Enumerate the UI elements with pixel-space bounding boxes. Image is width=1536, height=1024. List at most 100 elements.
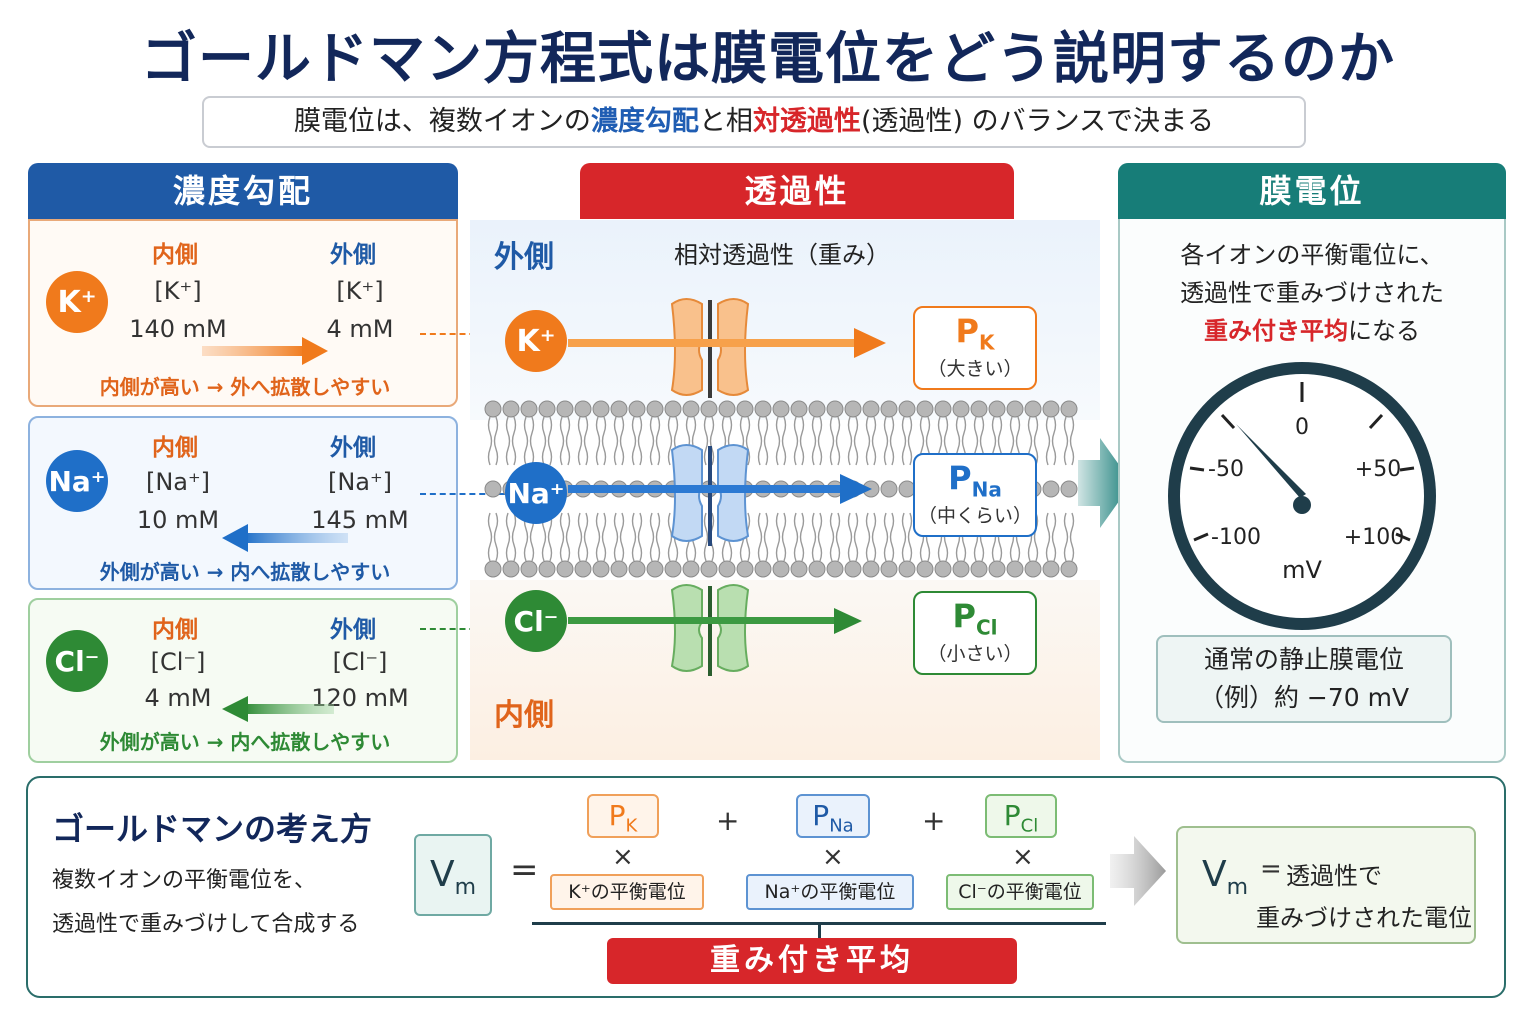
outside-label: 外側 [330,435,376,461]
connector-chloride [420,628,505,630]
perm-p: P [952,597,976,635]
inside-concentration: 10 mM [136,506,220,534]
inside-label: 内側 [152,242,198,268]
term-sub: Na [829,815,854,837]
channel-chloride [670,584,750,676]
voltage-gauge: 0 -50 +50 -100 +100 mV [1168,362,1436,630]
term-p: P [1003,799,1021,832]
desc-line2: 透過性で重みづけされた [1180,279,1444,307]
gauge-tick-plus100: +100 [1344,525,1404,550]
chloride-ion-icon: Cl⁻ [505,590,567,652]
outside-ion: [Cl⁻] [332,648,388,676]
times-sign: × [822,842,844,872]
inside-label: 内側 [152,435,198,461]
diffusion-note: 内側が高い → 外へ拡散しやすい [99,375,391,399]
outside-label: 外側 [330,242,376,268]
times-sign: × [612,842,634,872]
potassium-ion-icon: K⁺ [46,271,108,333]
desc-line3-post: になる [1348,317,1420,345]
concept-desc-2: 透過性で重みづけして合成する [52,912,360,937]
result-line1: 透過性で [1286,862,1382,890]
gauge-tick-minus100: -100 [1211,525,1261,550]
potential-description: 各イオンの平衡電位に、 透過性で重みづけされた 重み付き平均になる [1118,236,1506,350]
eq-potential-k: K⁺の平衡電位 [550,874,704,910]
resting-line1: 通常の静止膜電位 [1203,645,1404,674]
diffusion-arrow-in [222,696,334,722]
vm-symbol: V [429,854,455,895]
gauge-needle [1236,424,1306,498]
diffusion-arrow-in [222,524,348,552]
desc-line3: 重み付き平均になる [1118,312,1506,350]
term-sub: Cl [1020,815,1039,837]
inside-ion: [Cl⁻] [150,648,206,676]
connector-potassium [420,333,505,335]
term-pcl: PCl [985,794,1057,838]
subtitle-post: (透過性) のバランスで決まる [860,106,1215,137]
plus-sign: + [716,804,740,837]
term-sub: K [625,815,638,837]
gauge-unit: mV [1282,556,1322,584]
connector-sodium [420,493,505,495]
subtitle-permeability: 対透過性 [752,106,861,137]
inside-concentration: 140 mM [129,315,227,343]
sodium-ion-icon: Na⁺ [46,450,108,512]
gauge-tick-plus50: +50 [1355,457,1401,482]
weighted-average-highlight: 重み付き平均 [1204,317,1348,345]
term-pna: PNa [796,794,870,838]
result-box: Vm = 透過性で 重みづけされた電位 [1176,826,1476,944]
perm-desc: （小さい） [927,643,1023,666]
ion-box-sodium: Na⁺ 内側 外側 [Na⁺] [Na⁺] 10 mM 145 mM 外側が高い… [28,416,458,590]
term-p: P [608,799,626,832]
desc-line1: 各イオンの平衡電位に、 [1180,241,1444,269]
outside-concentration: 4 mM [326,315,394,343]
result-arrow [1110,836,1166,906]
concept-desc-1: 複数イオンの平衡電位を、 [52,868,317,893]
gauge-tick-minus50: -50 [1208,457,1244,482]
sodium-flow-arrow [568,474,872,504]
inside-concentration: 4 mM [144,684,212,712]
sodium-ion-icon: Na⁺ [505,462,567,524]
to-potential-arrow [1078,438,1132,528]
term-pk: PK [587,794,659,838]
outside-ion: [K⁺] [336,277,384,305]
permeability-potassium: PK （大きい） [913,306,1037,390]
term-p: P [812,799,830,832]
times-sign: × [1012,842,1034,872]
diffusion-note: 外側が高い → 内へ拡散しやすい [99,560,391,584]
ion-box-potassium: K⁺ 内側 外側 [K⁺] [K⁺] 140 mM 4 mM 内側が高い → 外… [28,219,458,407]
permeability-header: 透過性 [580,163,1014,219]
perm-desc: （大きい） [927,358,1023,381]
perm-p: P [948,459,972,497]
chloride-ion-icon: Cl⁻ [46,630,108,692]
ion-box-chloride: Cl⁻ 内側 外側 [Cl⁻] [Cl⁻] 4 mM 120 mM 外側が高い … [28,598,458,763]
potassium-ion-icon: K⁺ [505,310,567,372]
potential-header: 膜電位 [1118,163,1506,219]
permeability-sodium: PNa （中くらい） [913,453,1037,537]
result-vm-symbol: V [1202,854,1227,895]
outside-concentration: 145 mM [311,506,409,534]
concentration-header: 濃度勾配 [28,163,458,219]
diffusion-note: 外側が高い → 内へ拡散しやすい [99,730,391,754]
weight-label: 相対透過性（重み） [674,241,890,269]
page-title: ゴールドマン方程式は膜電位をどう説明するのか [141,27,1395,92]
concept-heading: ゴールドマンの考え方 [52,810,373,848]
result-vm-sub: m [1226,875,1249,901]
eq-potential-cl: Cl⁻の平衡電位 [946,874,1094,910]
permeability-chloride: PCl （小さい） [913,591,1037,675]
perm-sub: Na [971,477,1002,502]
perm-sub: K [978,330,995,355]
gauge-tick-0: 0 [1295,415,1309,440]
subtitle-box: 膜電位は、複数イオンの濃度勾配と相対透過性(透過性) のバランスで決まる [202,96,1306,148]
sum-bracket-tick [818,922,821,938]
subtitle-mid: と相 [698,106,753,137]
result-vm: Vm [1202,854,1248,900]
chloride-flow-arrow [568,608,862,634]
vm-sub: m [454,875,477,901]
plus-sign: + [922,804,946,837]
eq-potential-na: Na⁺の平衡電位 [746,874,914,910]
resting-potential-box: 通常の静止膜電位 （例）約 −70 mV [1156,635,1452,723]
equals-sign: = [510,850,539,890]
outside-ion: [Na⁺] [327,468,393,496]
inside-label: 内側 [152,617,198,643]
inside-ion: [K⁺] [154,277,202,305]
